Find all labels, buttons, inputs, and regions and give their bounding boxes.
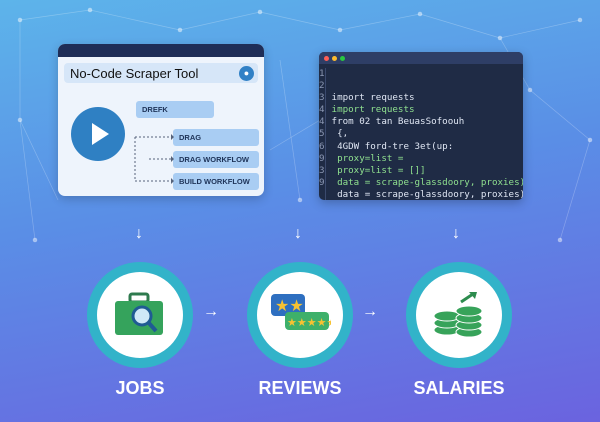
play-icon (92, 123, 109, 145)
no-code-scraper-card: No-Code Scraper Tool ● DREFK DRAG DRAG W… (58, 44, 264, 196)
line-number: 2 (319, 80, 325, 92)
card-titlebar (58, 44, 264, 57)
play-button[interactable] (71, 107, 125, 161)
line-number: 5 (319, 128, 325, 140)
code-line: import requests (331, 92, 415, 104)
card-title: No-Code Scraper Tool (70, 65, 199, 81)
pill-drefk[interactable]: DREFK (136, 101, 214, 118)
minimize-dot (332, 55, 337, 61)
label-jobs: JOBS (115, 378, 165, 398)
salaries-circle (406, 262, 512, 368)
right-arrow-icon: → (203, 303, 219, 320)
jobs-circle (87, 262, 193, 368)
svg-text:★★: ★★ (275, 298, 304, 315)
code-line: 4GDW ford-tre 3et(up: (331, 140, 454, 152)
down-arrow-icon: ↓ (135, 225, 143, 242)
line-number: 3 (319, 164, 325, 176)
reviews-circle: ★★★★★★★ (247, 262, 353, 368)
code-line: from 02 tan BeuasSofoouh (331, 116, 465, 128)
pill-drag-workflow[interactable]: DRAG WORKFLOW (173, 151, 259, 168)
code-line: data = scrape-glassdoory, proxies) (331, 188, 523, 200)
line-number: 9 (319, 176, 325, 188)
down-arrow-icon: ↓ (294, 225, 302, 242)
maximize-dot (340, 55, 345, 61)
card-header: No-Code Scraper Tool ● (64, 63, 258, 83)
code-line: import requests (331, 104, 415, 116)
window-controls (319, 52, 523, 64)
line-number: 3 (319, 92, 325, 104)
reviews-stars-icon: ★★★★★★★ (271, 294, 331, 330)
label-salaries: SALARIES (413, 378, 505, 398)
bell-icon[interactable]: ● (239, 65, 254, 81)
line-number: 9 (319, 152, 325, 164)
label-reviews: REVIEWS (258, 378, 342, 398)
line-number: 6 (319, 140, 325, 152)
workflow-connectors (134, 134, 174, 184)
svg-text:★★★★★: ★★★★★ (287, 317, 331, 329)
code-line: proxy=list = []] (331, 164, 426, 176)
briefcase-search-icon (115, 292, 163, 335)
code-line: proxy=list = (331, 152, 404, 164)
pill-drag[interactable]: DRAG (173, 129, 259, 146)
line-number: 1 (319, 68, 325, 79)
line-number: 4 (319, 116, 325, 128)
close-dot (324, 55, 329, 61)
down-arrow-icon: ↓ (452, 225, 460, 242)
code-line: {, (331, 128, 349, 140)
line-number: 4 (319, 104, 325, 116)
right-arrow-icon: → (362, 303, 378, 320)
code-line: data = scrape-glassdoory, proxies) (331, 176, 523, 188)
coins-growth-icon (433, 292, 483, 338)
pill-build-workflow[interactable]: BUILD WORKFLOW (173, 173, 259, 190)
